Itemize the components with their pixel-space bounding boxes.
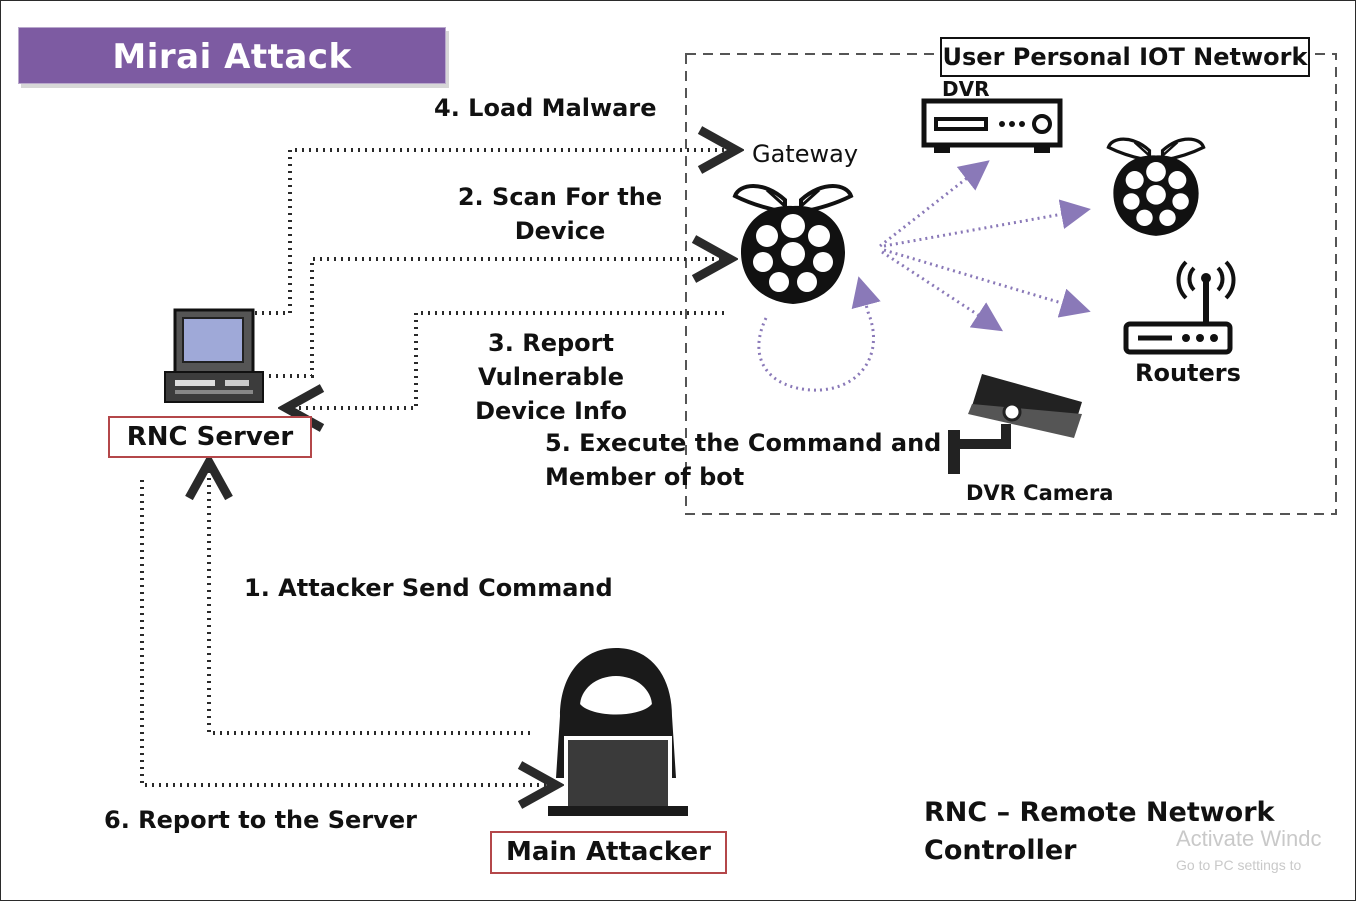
arrow-report-vulnerable: [290, 311, 724, 408]
main-attacker-label: Main Attacker: [490, 831, 727, 874]
step-6-label: 6. Report to the Server: [104, 806, 417, 834]
rnc-legend: RNC – Remote Network Controller: [924, 794, 1275, 870]
step-5-line-1: 5. Execute the Command and: [545, 429, 942, 457]
computer-server-icon: [164, 308, 264, 403]
step-3-line-1: 3. Report Vulnerable: [477, 329, 625, 391]
step-4-label: 4. Load Malware: [434, 94, 657, 122]
page-title: Mirai Attack: [112, 37, 352, 77]
step-2-line-1: 2. Scan For the: [457, 183, 663, 211]
step-3-label: 3. Report Vulnerable Device Info: [418, 326, 684, 428]
gateway-broadcast-arrows: [879, 160, 1091, 332]
gateway-label: Gateway: [752, 140, 859, 168]
step-3-line-2: Device Info: [475, 397, 627, 425]
arrow-load-malware: [248, 150, 732, 315]
dvr-camera-label: DVR Camera: [966, 481, 1114, 505]
router-icon: [1123, 260, 1236, 355]
rnc-legend-line-1: RNC – Remote Network: [924, 797, 1275, 828]
iot-network-label: User Personal IOT Network: [940, 37, 1310, 77]
activate-windows-watermark: Activate Windc Go to PC settings to: [1176, 826, 1352, 878]
hacker-icon: [548, 648, 688, 816]
routers-label: Routers: [1135, 359, 1241, 387]
step-2-label: 2. Scan For the Device: [440, 180, 680, 248]
raspberry-pi-device-icon: [1106, 137, 1206, 238]
step-5-label: 5. Execute the Command and Member of bot: [545, 426, 941, 494]
dvr-label: DVR: [942, 77, 990, 101]
arrow-report-to-server: [140, 480, 552, 785]
raspberry-pi-icon: [733, 184, 853, 306]
title-banner: Mirai Attack: [18, 27, 446, 84]
cctv-camera-icon: [948, 374, 1082, 474]
arrow-attacker-send-command: [209, 466, 530, 735]
dvr-icon: [921, 98, 1063, 153]
step-5-line-2: Member of bot: [545, 463, 745, 491]
step-2-line-2: Device: [514, 217, 606, 245]
rnc-server-label: RNC Server: [108, 416, 312, 458]
watermark-line-1: Activate Windc: [1176, 826, 1322, 851]
arrow-execute-loop: [757, 276, 881, 392]
rnc-legend-line-2: Controller: [924, 835, 1077, 866]
step-1-label: 1. Attacker Send Command: [244, 574, 613, 602]
watermark-line-2: Go to PC settings to: [1176, 857, 1302, 873]
